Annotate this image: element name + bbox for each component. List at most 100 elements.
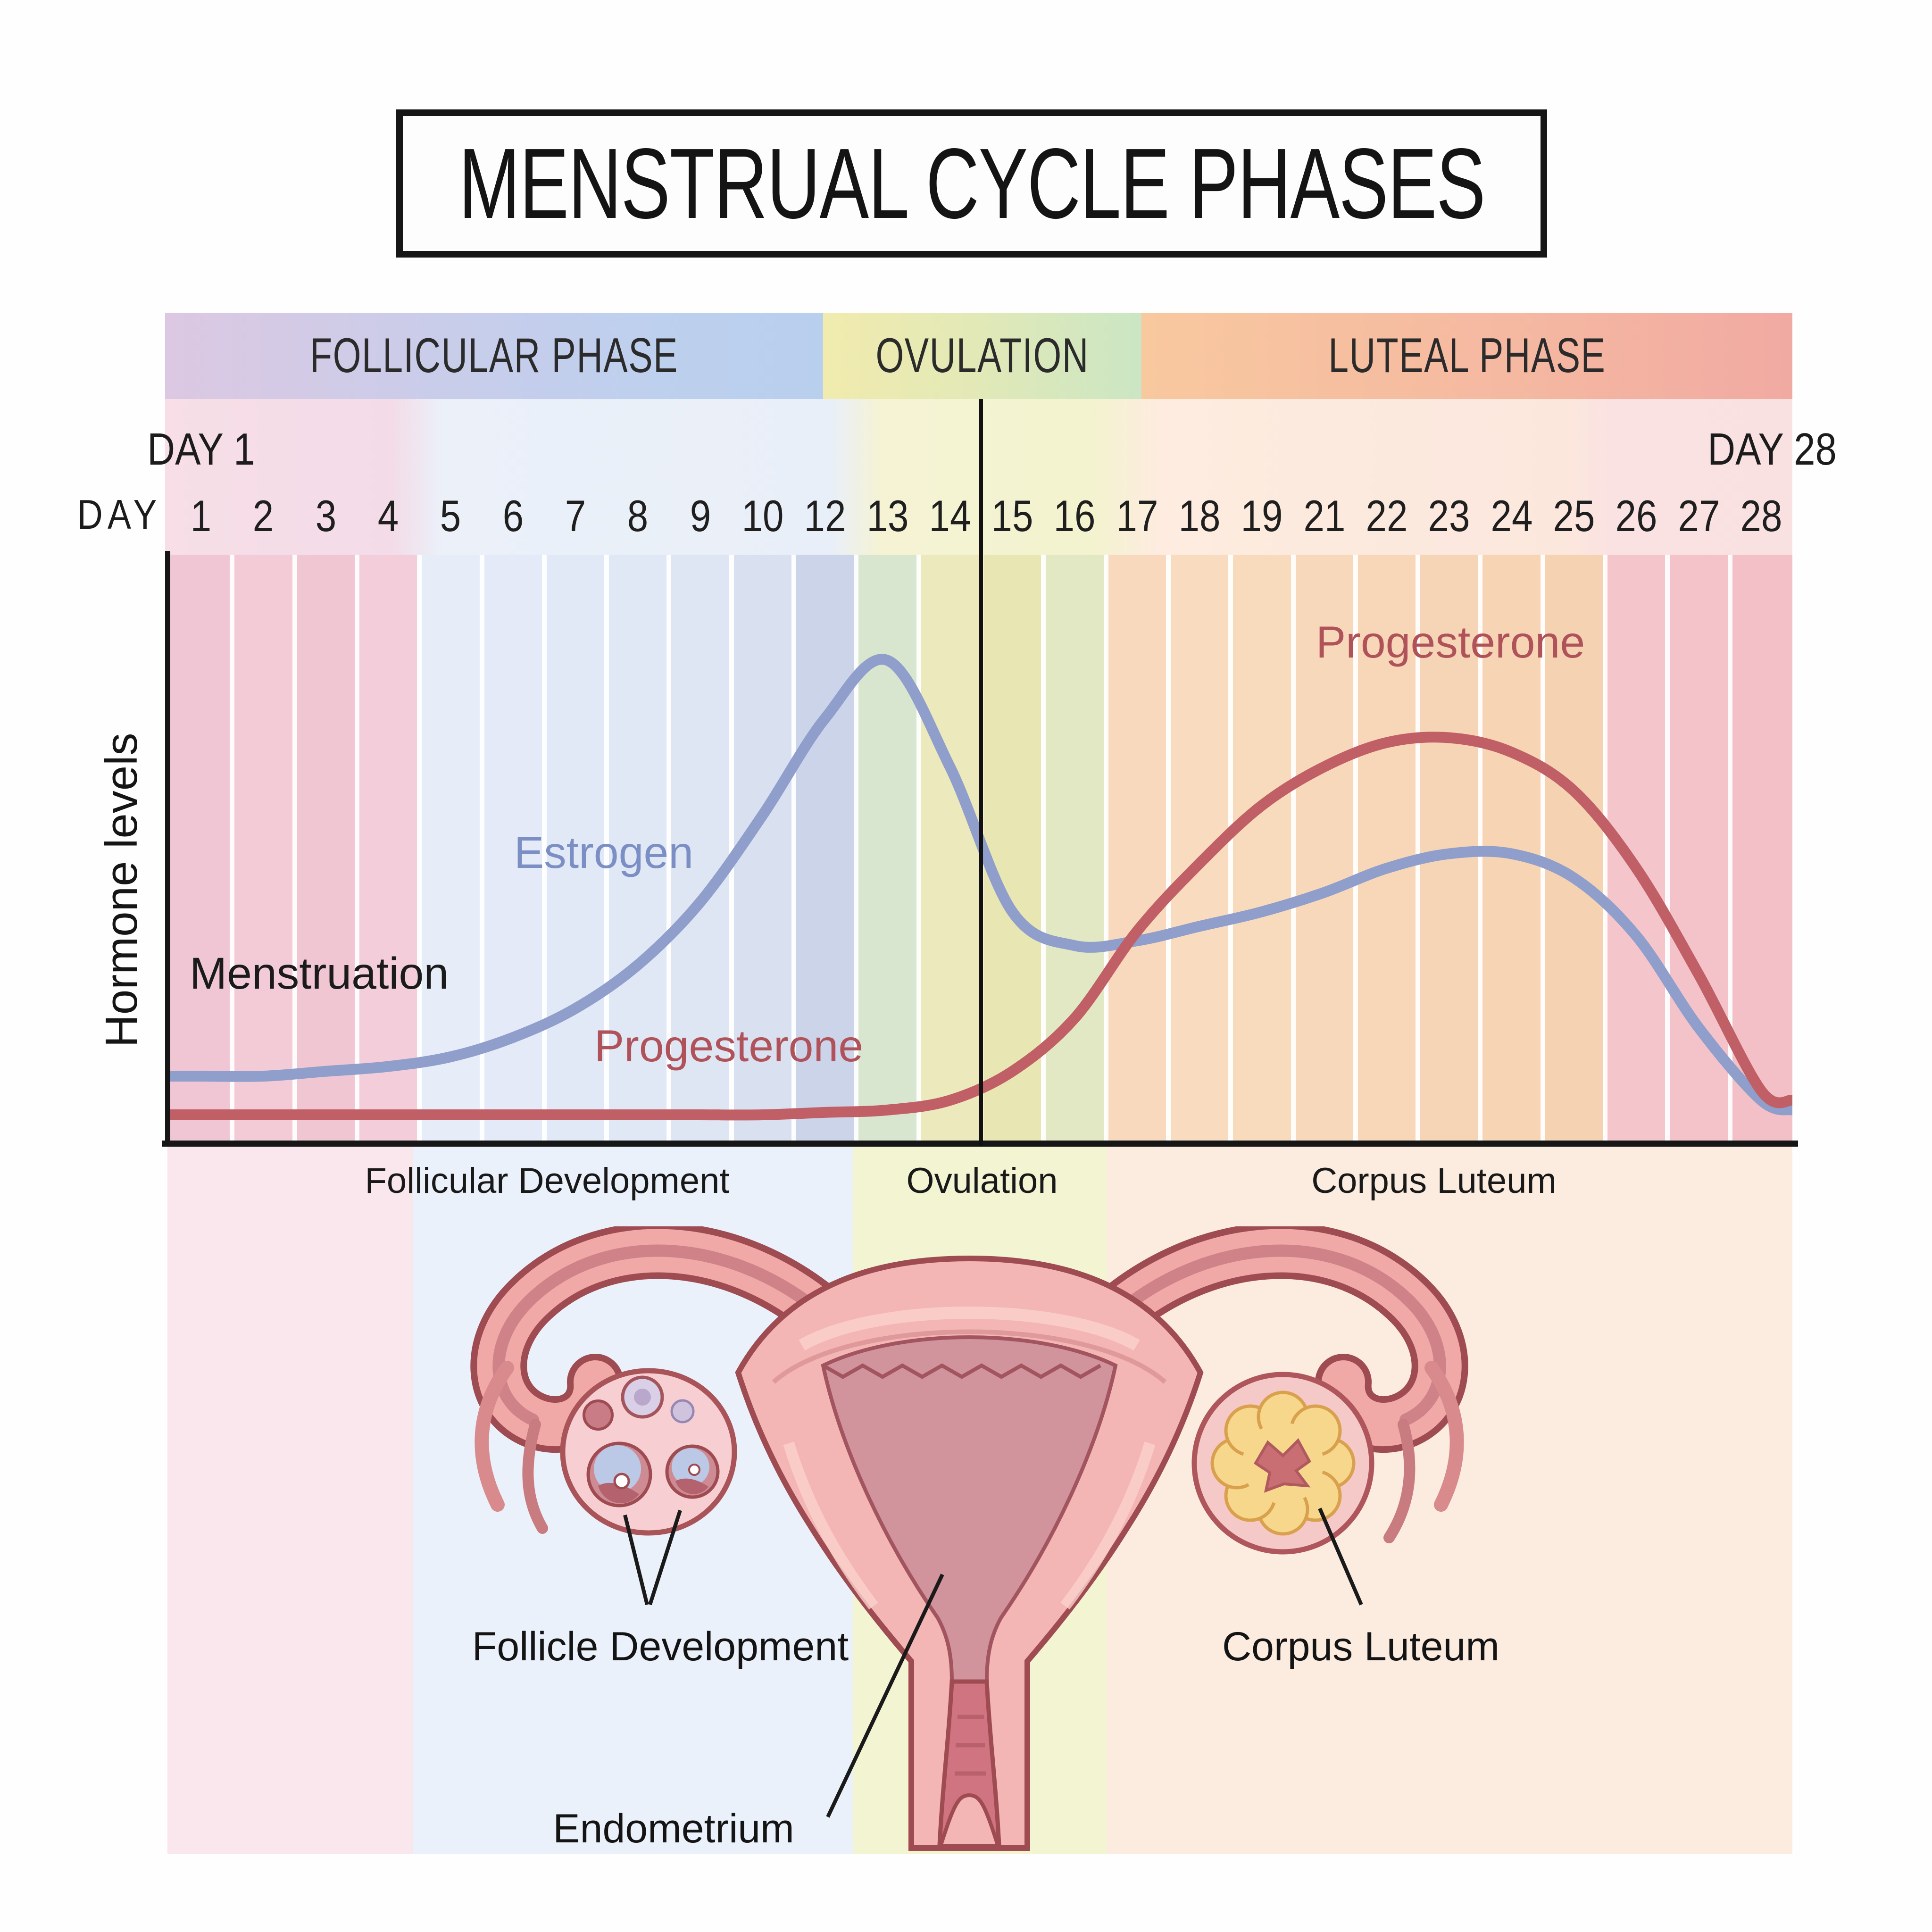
day-column-tint bbox=[294, 555, 357, 1146]
day-column-tint bbox=[1043, 555, 1106, 1146]
day-start-label: DAY 1 bbox=[147, 424, 255, 475]
day-gridline bbox=[230, 555, 235, 1146]
phase-follicular: FOLLICULAR PHASE bbox=[165, 313, 823, 399]
day-column-tint bbox=[669, 555, 732, 1146]
day-number: 2 bbox=[253, 491, 274, 541]
day-number: 21 bbox=[1303, 491, 1346, 541]
stage-ovulation: Ovulation bbox=[906, 1161, 1058, 1201]
ovulation-marker-line bbox=[979, 399, 983, 1146]
page-title: MENSTRUAL CYCLE PHASES bbox=[458, 127, 1485, 239]
title-box: MENSTRUAL CYCLE PHASES bbox=[396, 109, 1547, 258]
fallopian-tube-right bbox=[1080, 1226, 1468, 1543]
y-axis-label: Hormone levels bbox=[96, 733, 147, 1048]
estrogen-label: Estrogen bbox=[514, 828, 694, 878]
day-gridline bbox=[729, 555, 734, 1146]
stage-corpus-luteum: Corpus Luteum bbox=[1311, 1161, 1557, 1201]
uterus-illustration bbox=[470, 1226, 1468, 1851]
day-gridline bbox=[1727, 555, 1732, 1146]
corpus-luteum-label: Corpus Luteum bbox=[1222, 1624, 1499, 1669]
day-gridline bbox=[417, 555, 422, 1146]
phase-ovulation-label: OVULATION bbox=[875, 328, 1089, 383]
day-number: 9 bbox=[690, 491, 711, 541]
uterine-cavity bbox=[821, 1335, 1118, 1683]
corpus-luteum-cavity bbox=[1253, 1438, 1311, 1493]
day-gridline bbox=[1166, 555, 1171, 1146]
uterus-body bbox=[735, 1255, 1204, 1851]
corpus-luteum-body bbox=[1210, 1391, 1356, 1536]
stage-follicular-development: Follicular Development bbox=[365, 1161, 730, 1201]
day-number: 8 bbox=[627, 491, 649, 541]
day-gridline bbox=[541, 555, 547, 1146]
day-number: 17 bbox=[1116, 491, 1158, 541]
day-number: 28 bbox=[1740, 491, 1782, 541]
leader-endometrium bbox=[826, 1574, 944, 1818]
day-number: 15 bbox=[991, 491, 1033, 541]
phase-follicular-label: FOLLICULAR PHASE bbox=[310, 328, 678, 383]
leader-follicle-b bbox=[648, 1509, 682, 1606]
day-number: 13 bbox=[866, 491, 908, 541]
hormone-chart-plot bbox=[170, 555, 1792, 1146]
day-gridline bbox=[1665, 555, 1670, 1146]
day-end-label: DAY 28 bbox=[1707, 424, 1837, 475]
follicle-small-1 bbox=[583, 1399, 614, 1431]
day-column-tint bbox=[1106, 555, 1168, 1146]
endometrium-lining-zigzag bbox=[822, 1363, 1101, 1379]
day-number: 7 bbox=[565, 491, 586, 541]
lower-strip-segment bbox=[167, 1147, 413, 1854]
day-column-tint bbox=[1168, 555, 1231, 1146]
day-number: 25 bbox=[1553, 491, 1595, 541]
day-column-tint bbox=[1231, 555, 1293, 1146]
day-gridline bbox=[666, 555, 672, 1146]
day-gridline bbox=[604, 555, 609, 1146]
day-gridline bbox=[1353, 555, 1358, 1146]
day-number: 24 bbox=[1491, 491, 1533, 541]
day-number: 14 bbox=[929, 491, 971, 541]
day-gridline bbox=[1103, 555, 1108, 1146]
day-number: 12 bbox=[804, 491, 846, 541]
phase-ovulation: OVULATION bbox=[823, 313, 1141, 399]
day-number: 10 bbox=[741, 491, 784, 541]
day-number: 3 bbox=[315, 491, 336, 541]
day-number: 22 bbox=[1366, 491, 1408, 541]
phase-band: FOLLICULAR PHASE OVULATION LUTEAL PHASE bbox=[165, 313, 1792, 399]
follicle-large-1 bbox=[586, 1441, 652, 1507]
day-gridline bbox=[1416, 555, 1421, 1146]
vaginal-fishtail bbox=[938, 1793, 1001, 1848]
leader-corpus-luteum bbox=[1318, 1507, 1363, 1606]
timeline-wash-background bbox=[165, 399, 1792, 555]
day-gridline bbox=[854, 555, 859, 1146]
day-row-prefix: DAY bbox=[77, 491, 162, 538]
day-number: 19 bbox=[1241, 491, 1283, 541]
day-number: 5 bbox=[440, 491, 461, 541]
estrogen-curve bbox=[170, 654, 1792, 1116]
day-column-tint bbox=[170, 555, 233, 1146]
progesterone-label-follicular: Progesterone bbox=[594, 1021, 864, 1071]
day-gridline bbox=[916, 555, 921, 1146]
day-column-tint bbox=[232, 555, 295, 1146]
day-column-tint bbox=[607, 555, 669, 1146]
day-gridline bbox=[791, 555, 797, 1146]
day-column-tint bbox=[981, 555, 1044, 1146]
hormone-curves bbox=[170, 654, 1792, 1121]
day-column-tint bbox=[794, 555, 857, 1146]
day-number: 6 bbox=[502, 491, 524, 541]
fallopian-tube-left bbox=[470, 1226, 858, 1534]
menstruation-label: Menstruation bbox=[190, 949, 449, 999]
day-column-tint bbox=[1355, 555, 1418, 1146]
day-column-tint bbox=[856, 555, 919, 1146]
day-number: 1 bbox=[190, 491, 212, 541]
leader-lines bbox=[623, 1507, 1363, 1818]
ovary-right bbox=[1191, 1372, 1374, 1555]
day-column-tint bbox=[544, 555, 607, 1146]
day-number: 27 bbox=[1678, 491, 1720, 541]
day-column-tint bbox=[1293, 555, 1356, 1146]
day-number: 16 bbox=[1054, 491, 1096, 541]
progesterone-label-luteal: Progesterone bbox=[1316, 617, 1585, 667]
day-gridline bbox=[479, 555, 484, 1146]
day-gridline bbox=[1291, 555, 1296, 1146]
day-number: 26 bbox=[1615, 491, 1657, 541]
phase-luteal: LUTEAL PHASE bbox=[1141, 313, 1792, 399]
day-gridline bbox=[1041, 555, 1046, 1146]
